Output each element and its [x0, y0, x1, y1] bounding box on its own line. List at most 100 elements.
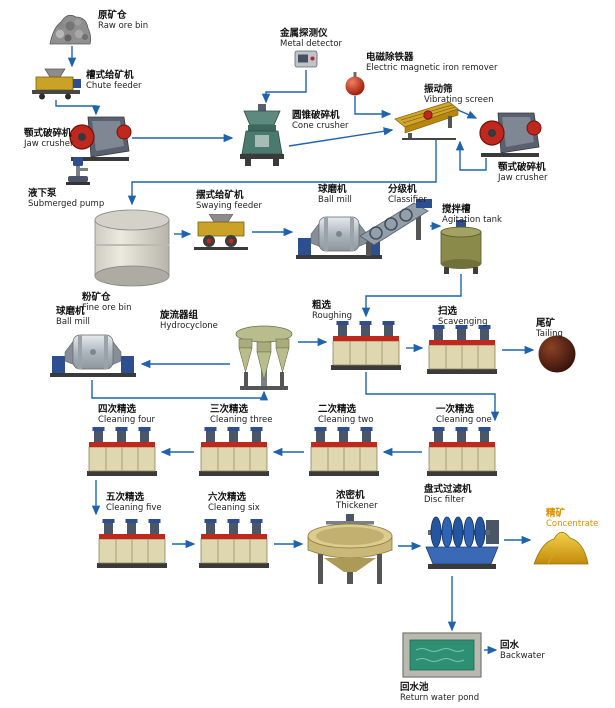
label-zh: 圆锥破碎机 [292, 110, 340, 121]
label-en: Metal detector [280, 39, 343, 50]
label-zh: 金属探测仪 [280, 28, 328, 39]
swaying-feeder-icon [192, 214, 250, 250]
label-zh: 尾矿 [536, 318, 556, 329]
label-zh: 摆式给矿机 [196, 190, 244, 201]
label-zh: 一次精选 [436, 404, 475, 415]
label-en: Vibrating screen [424, 95, 494, 106]
label-en: Backwater [500, 651, 545, 662]
label-en: Jaw crusher [24, 139, 74, 150]
label-en: Cleaning six [208, 503, 260, 514]
roughing-cells-icon [328, 318, 404, 372]
label-en: Thickener [336, 501, 378, 512]
label-zh: 精矿 [546, 508, 566, 519]
label-en: Agitation tank [442, 215, 502, 226]
label-en: Raw ore bin [98, 21, 149, 32]
label-zh: 颚式破碎机 [498, 162, 546, 173]
label-zh: 粗选 [312, 300, 332, 311]
label-en: Tailing [536, 329, 563, 340]
label-en: Cleaning five [106, 503, 162, 514]
label-en: Cleaning one [436, 415, 492, 426]
label-en: Jaw crusher [498, 173, 548, 184]
return-water-pond-icon [402, 632, 482, 678]
label-zh: 盘式过滤机 [424, 484, 472, 495]
label-zh: 回水池 [400, 682, 429, 693]
label-en: Cleaning two [318, 415, 374, 426]
label-en: Swaying feeder [196, 201, 263, 212]
label-en: Classifier [388, 195, 427, 206]
label-en: Cone crusher [292, 121, 349, 132]
label-zh: 搅拌槽 [442, 204, 471, 215]
label-en: Electric magnetic iron remover [366, 63, 498, 74]
label-zh: 二次精选 [318, 404, 357, 415]
label-zh: 电磁除铁器 [366, 52, 414, 63]
label-zh: 振动筛 [424, 84, 453, 95]
label-zh: 五次精选 [106, 492, 145, 503]
fine-ore-bin-icon [92, 206, 172, 290]
label-en: Disc filter [424, 495, 465, 506]
label-zh: 液下泵 [28, 188, 57, 199]
label-en: Hydrocyclone [160, 321, 218, 332]
label-en: Ball mill [318, 195, 352, 206]
label-zh: 四次精选 [98, 404, 137, 415]
cleaning-one-cells-icon [424, 424, 500, 478]
iron-remover-icon [344, 72, 366, 96]
label-en: Cleaning three [210, 415, 273, 426]
scavenging-cells-icon [424, 322, 500, 376]
label-zh: 旋流器组 [160, 310, 199, 321]
label-zh: 三次精选 [210, 404, 249, 415]
classifier-icon [358, 198, 434, 258]
agitation-tank-icon [438, 220, 484, 274]
jaw-crusher-1-icon [68, 110, 132, 162]
metal-detector-icon [294, 50, 318, 70]
label-zh: 粉矿仓 [82, 292, 111, 303]
jaw-crusher-2-icon [478, 106, 542, 158]
cone-crusher-icon [235, 104, 289, 166]
chute-feeder-icon [30, 68, 82, 100]
cleaning-five-cells-icon [94, 516, 170, 570]
label-zh: 扫选 [438, 306, 458, 317]
raw-ore-bin-icon [48, 8, 92, 46]
thickener-icon [304, 514, 396, 586]
cleaning-two-cells-icon [306, 424, 382, 478]
submerged-pump-icon [64, 156, 92, 186]
label-en: Return water pond [400, 693, 480, 704]
label-zh: 浓密机 [336, 490, 365, 501]
label-zh: 六次精选 [208, 492, 247, 503]
label-en: Scavenging [438, 317, 488, 328]
label-en: Fine ore bin [82, 303, 132, 314]
flow-line [288, 127, 394, 147]
label-en: Submerged pump [28, 199, 105, 210]
label-en: Cleaning four [98, 415, 156, 426]
label-zh: 回水 [500, 640, 520, 651]
label-en: Concentrate [546, 519, 599, 530]
tailing-icon [537, 334, 577, 374]
label-en: Roughing [312, 311, 353, 322]
ball-mill-2-icon [48, 326, 138, 378]
label-zh: 原矿仓 [98, 10, 127, 21]
flow-line [354, 96, 392, 119]
label-zh: 分级机 [388, 184, 417, 195]
vibrating-screen-icon [392, 100, 462, 140]
